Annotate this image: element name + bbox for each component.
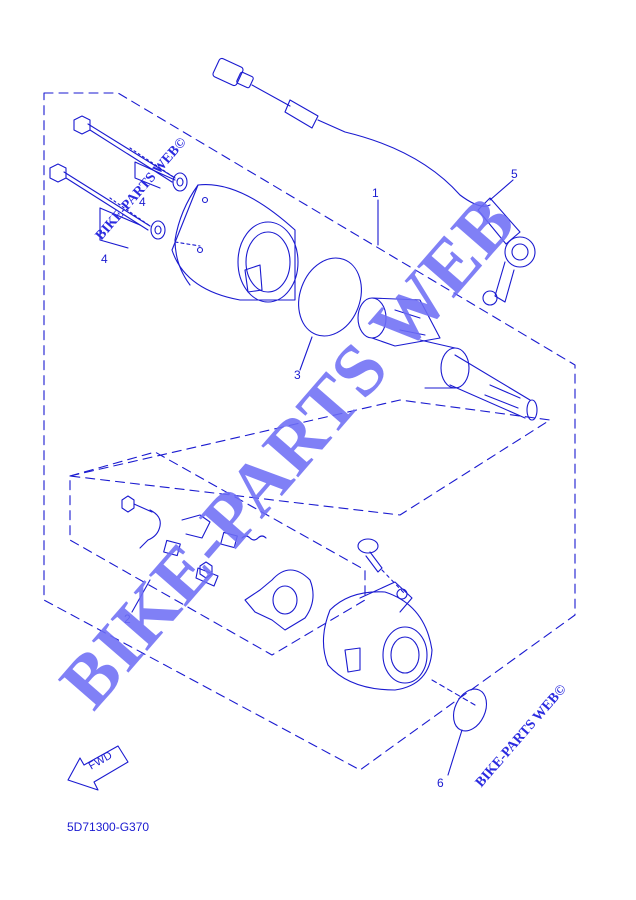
- diagram-code: 5D71300-G370: [67, 820, 150, 834]
- brush-plate: [244, 569, 314, 631]
- fwd-arrow-icon: [67, 745, 129, 791]
- callout-2: 2: [124, 612, 131, 626]
- brush-set: [121, 495, 267, 587]
- cover-screw: [357, 538, 406, 595]
- armature-area-dashed: [69, 399, 551, 516]
- bolt-upper: [73, 115, 176, 183]
- o-ring-large: [298, 257, 362, 337]
- callout-1: 1: [372, 186, 379, 200]
- leader-2: [131, 579, 151, 613]
- assembly-boundary-dashed: [43, 92, 576, 771]
- leader-5: [489, 179, 514, 201]
- callout-5: 5: [511, 167, 518, 181]
- cover-axis-dashed: [431, 679, 476, 706]
- callout-4-upper: 4: [139, 195, 146, 209]
- callout-6: 6: [437, 776, 444, 790]
- lead-wire-part: [212, 57, 536, 306]
- callout-3: 3: [294, 368, 301, 382]
- bolt-lower: [49, 163, 151, 231]
- washer-lower: [150, 220, 166, 240]
- callout-4-lower: 4: [101, 252, 108, 266]
- washer-upper: [172, 172, 188, 192]
- callout-bracket-4a: [134, 161, 176, 189]
- armature: [357, 297, 538, 421]
- front-cover: [322, 581, 433, 691]
- callout-bracket-4b: [99, 207, 141, 249]
- o-ring-small: [452, 688, 488, 732]
- leader-6: [447, 729, 463, 776]
- starter-yoke-housing: [171, 183, 299, 303]
- leader-3: [299, 336, 313, 371]
